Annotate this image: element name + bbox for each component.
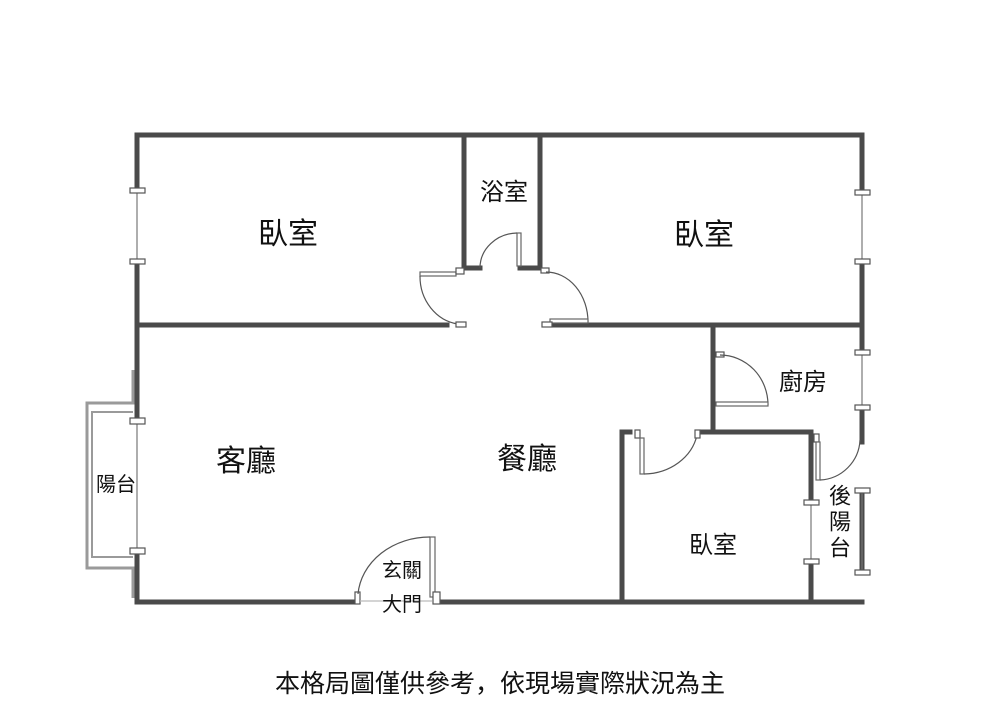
room-label-dining-room: 餐廳 bbox=[497, 442, 557, 477]
room-label-bathroom: 浴室 bbox=[480, 178, 528, 206]
room-label-bedroom-2: 臥室 bbox=[674, 218, 734, 253]
room-label-living-room: 客廳 bbox=[216, 444, 276, 479]
room-label-kitchen: 廚房 bbox=[779, 368, 827, 396]
interior-walls bbox=[134, 132, 860, 605]
entrance-label-line2: 大門 bbox=[382, 592, 422, 616]
room-label-bedroom-3: 臥室 bbox=[689, 531, 737, 559]
balcony-outline bbox=[85, 370, 135, 598]
windows bbox=[129, 187, 871, 576]
disclaimer-caption: 本格局圖僅供參考，依現場實際狀況為主 bbox=[274, 669, 725, 698]
room-label-bedroom-1: 臥室 bbox=[258, 217, 318, 252]
entrance-label-line1: 玄關 bbox=[382, 558, 422, 582]
room-label-balcony: 陽台 bbox=[96, 472, 136, 496]
doors bbox=[354, 232, 861, 605]
room-label-rear-balcony: 後陽台 bbox=[825, 484, 850, 562]
outer-walls bbox=[134, 132, 865, 605]
